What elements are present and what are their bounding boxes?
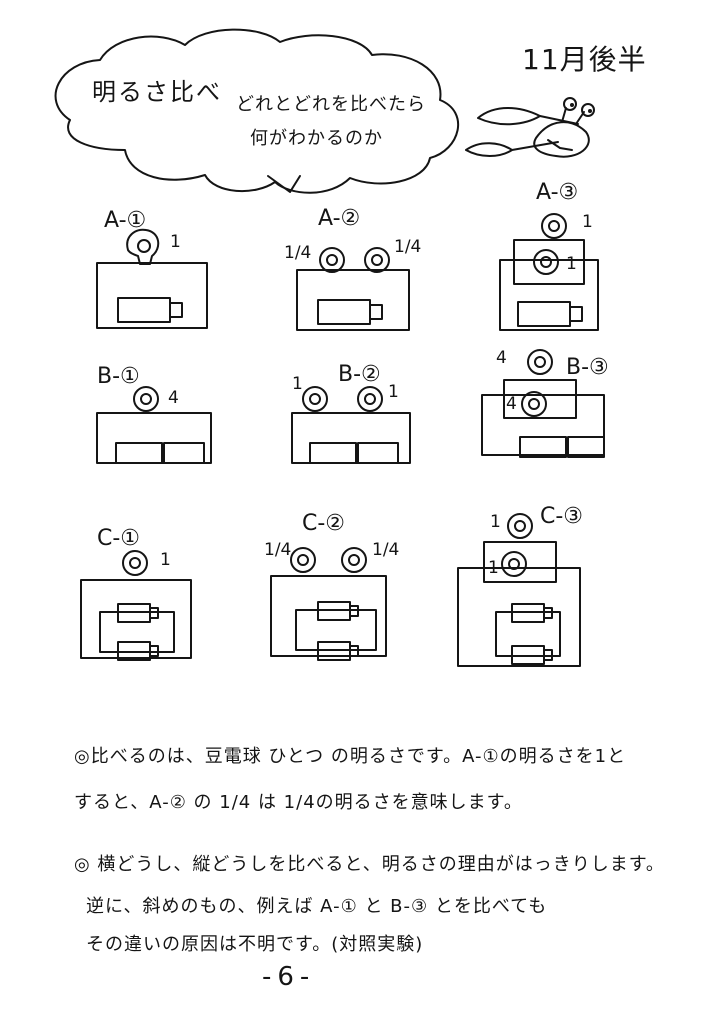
circuit-a3-label: A-③	[536, 180, 579, 205]
circuit-a1-bulb-value: 1	[170, 232, 181, 252]
circuit-a2-bulb2-value: 1/4	[394, 237, 422, 257]
worksheet-title: 明るさ比べ	[92, 78, 222, 106]
circuit-a2-label: A-②	[318, 206, 361, 231]
title-cloud	[54, 28, 459, 194]
circuit-b3-label: B-③	[566, 355, 609, 380]
circuit-c3-bulb1-value: 1	[490, 512, 501, 532]
circuit-c3-drawing	[457, 513, 581, 667]
circuit-b1-label: B-①	[97, 364, 140, 389]
circuit-c2-bulb1-value: 1/4	[264, 540, 292, 560]
circuit-b3-bulb1-value: 4	[496, 348, 507, 368]
circuit-b2-bulb2-value: 1	[388, 382, 399, 402]
circuit-a1-drawing	[96, 228, 208, 329]
circuit-a2-drawing	[296, 247, 410, 331]
note-paragraph2-line3: その違いの原因は不明です。(対照実験)	[86, 934, 424, 955]
circuit-a2-bulb1-value: 1/4	[284, 243, 312, 263]
cloud-tail	[267, 175, 301, 193]
circuit-a3-bulb1-value: 1	[582, 212, 593, 232]
circuit-b3-drawing	[481, 349, 605, 458]
circuit-a3-bulb2-value: 1	[566, 254, 577, 274]
circuit-c2-drawing	[270, 547, 387, 661]
circuit-b2-bulb1-value: 1	[292, 374, 303, 394]
circuit-b1-bulb-value: 4	[168, 388, 179, 408]
note-paragraph2-line1: ◎ 横どうし、縦どうしを比べると、明るさの理由がはっきりします。	[74, 854, 665, 875]
circuit-c3-label: C-③	[540, 504, 584, 529]
circuit-b2-label: B-②	[338, 362, 381, 387]
bubble-question-line2: 何がわかるのか	[250, 128, 383, 149]
page-number: -6-	[262, 962, 316, 992]
circuit-c2-label: C-②	[302, 511, 346, 536]
circuit-a1-label: A-①	[104, 208, 147, 233]
note-paragraph2-line2: 逆に、斜めのもの、例えば A-① と B-③ とを比べても	[86, 896, 548, 917]
creature-doodle	[465, 97, 595, 158]
circuit-b1-drawing	[96, 386, 212, 464]
note-paragraph1-line1: ◎比べるのは、豆電球 ひとつ の明るさです。A-①の明るさを1と	[74, 746, 627, 767]
bubble-question-line1: どれとどれを比べたら	[236, 94, 426, 115]
circuit-a3-drawing	[499, 213, 599, 331]
circuit-b3-bulb2-value: 4	[506, 394, 517, 414]
circuit-c1-label: C-①	[97, 526, 141, 551]
date-label: 11月後半	[522, 43, 647, 76]
circuit-b2-drawing	[291, 386, 411, 464]
note-paragraph1-line2: すると、A-② の 1/4 は 1/4の明るさを意味します。	[74, 792, 523, 813]
circuit-c1-bulb-value: 1	[160, 550, 171, 570]
circuit-c2-bulb2-value: 1/4	[372, 540, 400, 560]
circuit-c1-drawing	[80, 550, 192, 661]
circuit-c3-bulb2-value: 1	[488, 558, 499, 578]
